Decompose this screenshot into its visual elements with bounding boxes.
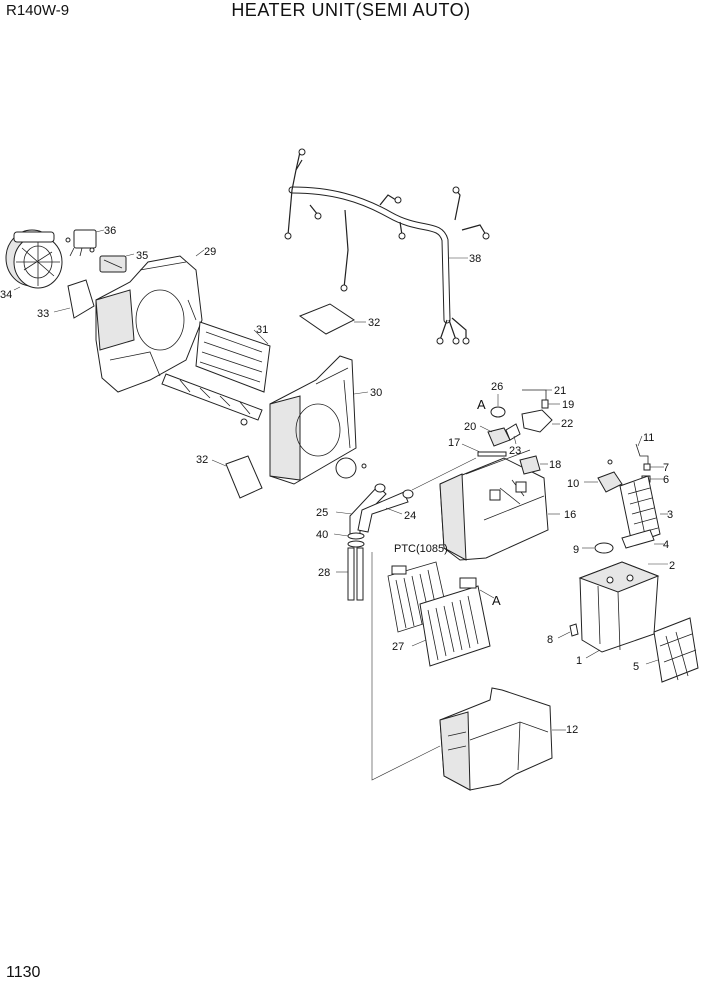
screw-19 bbox=[541, 399, 560, 409]
callout-6: 6 bbox=[663, 474, 669, 486]
pad-4 bbox=[621, 529, 664, 549]
servo-22 bbox=[521, 409, 560, 433]
clip-8 bbox=[557, 623, 579, 639]
callout-36: 36 bbox=[104, 225, 116, 237]
heater-housing-16 bbox=[439, 449, 560, 561]
actuator-20 bbox=[479, 425, 511, 447]
gasket-32-lower bbox=[211, 455, 263, 499]
hose-24 bbox=[357, 489, 414, 533]
callout-33: 33 bbox=[37, 308, 49, 320]
callout-21: 21 bbox=[554, 385, 566, 397]
callout-27: 27 bbox=[392, 641, 404, 653]
switch-10 bbox=[584, 459, 623, 493]
callout-29: 29 bbox=[204, 246, 216, 258]
hose-23 bbox=[505, 423, 521, 445]
callout-19: 19 bbox=[562, 399, 574, 411]
callout-31: 31 bbox=[256, 324, 268, 336]
bracket-21 bbox=[522, 389, 552, 402]
callout-23: 23 bbox=[509, 445, 521, 457]
callout-1: 1 bbox=[576, 655, 582, 667]
gasket-32-upper bbox=[298, 303, 366, 335]
sensor-18 bbox=[519, 455, 548, 475]
resistor-35 bbox=[89, 247, 135, 273]
page-number: 1130 bbox=[6, 964, 41, 981]
callout-12: 12 bbox=[566, 724, 578, 736]
filter-31 bbox=[195, 321, 271, 393]
callout-7: 7 bbox=[663, 462, 669, 474]
callout-24: 24 bbox=[404, 510, 416, 522]
callout-17: 17 bbox=[448, 437, 460, 449]
callout-34: 34 bbox=[0, 289, 12, 301]
wire-11 bbox=[635, 435, 649, 470]
wire-harness-38 bbox=[284, 148, 490, 345]
link-17 bbox=[461, 443, 507, 457]
gasket-33 bbox=[53, 279, 95, 319]
page-title: HEATER UNIT(SEMI AUTO) bbox=[231, 0, 471, 20]
resistor-36 bbox=[65, 229, 105, 257]
callout-5: 5 bbox=[633, 661, 639, 673]
callout-2: 2 bbox=[669, 560, 675, 572]
bracket-12 bbox=[439, 687, 566, 791]
filter-bar bbox=[161, 373, 263, 426]
callout-20: 20 bbox=[464, 421, 476, 433]
callout-10: 10 bbox=[567, 478, 579, 490]
callout-32-upper: 32 bbox=[368, 317, 380, 329]
model-code: R140W-9 bbox=[6, 2, 70, 19]
callout-32-lower: 32 bbox=[196, 454, 208, 466]
callout-25: 25 bbox=[316, 507, 328, 519]
blower-motor-34 bbox=[5, 229, 63, 291]
callout-26: 26 bbox=[491, 381, 503, 393]
callout-30: 30 bbox=[370, 387, 382, 399]
ptc-label: PTC(1085) bbox=[394, 543, 448, 555]
callout-8: 8 bbox=[547, 634, 553, 646]
reference-a-lower: A bbox=[492, 593, 501, 608]
callout-28: 28 bbox=[318, 567, 330, 579]
callout-38: 38 bbox=[469, 253, 481, 265]
pipes-28 bbox=[336, 547, 364, 601]
grommet-26 bbox=[490, 394, 506, 418]
blower-case-29 bbox=[95, 249, 205, 393]
heater-core-27 bbox=[411, 577, 491, 667]
callout-40: 40 bbox=[316, 529, 328, 541]
callout-11: 11 bbox=[643, 432, 654, 444]
reference-a-upper: A bbox=[477, 397, 486, 412]
evaporator-3 bbox=[619, 475, 668, 545]
callout-18: 18 bbox=[549, 459, 561, 471]
callout-9: 9 bbox=[573, 544, 579, 556]
callout-16: 16 bbox=[564, 509, 576, 521]
lower-case-1 bbox=[578, 561, 660, 659]
callout-22: 22 bbox=[561, 418, 573, 430]
filter-5 bbox=[645, 617, 699, 683]
clamp-40 bbox=[333, 532, 365, 548]
callout-3: 3 bbox=[667, 509, 673, 521]
heater-case-30 bbox=[269, 355, 369, 485]
callout-4: 4 bbox=[663, 539, 669, 551]
callout-labels: 11 7 6 10 3 4 9 2 8 1 5 12 16 17 18 19 2… bbox=[0, 225, 675, 736]
callout-35: 35 bbox=[136, 250, 148, 262]
actuator-small bbox=[335, 457, 367, 479]
cap-9 bbox=[582, 542, 614, 554]
connector-7 bbox=[643, 463, 664, 471]
